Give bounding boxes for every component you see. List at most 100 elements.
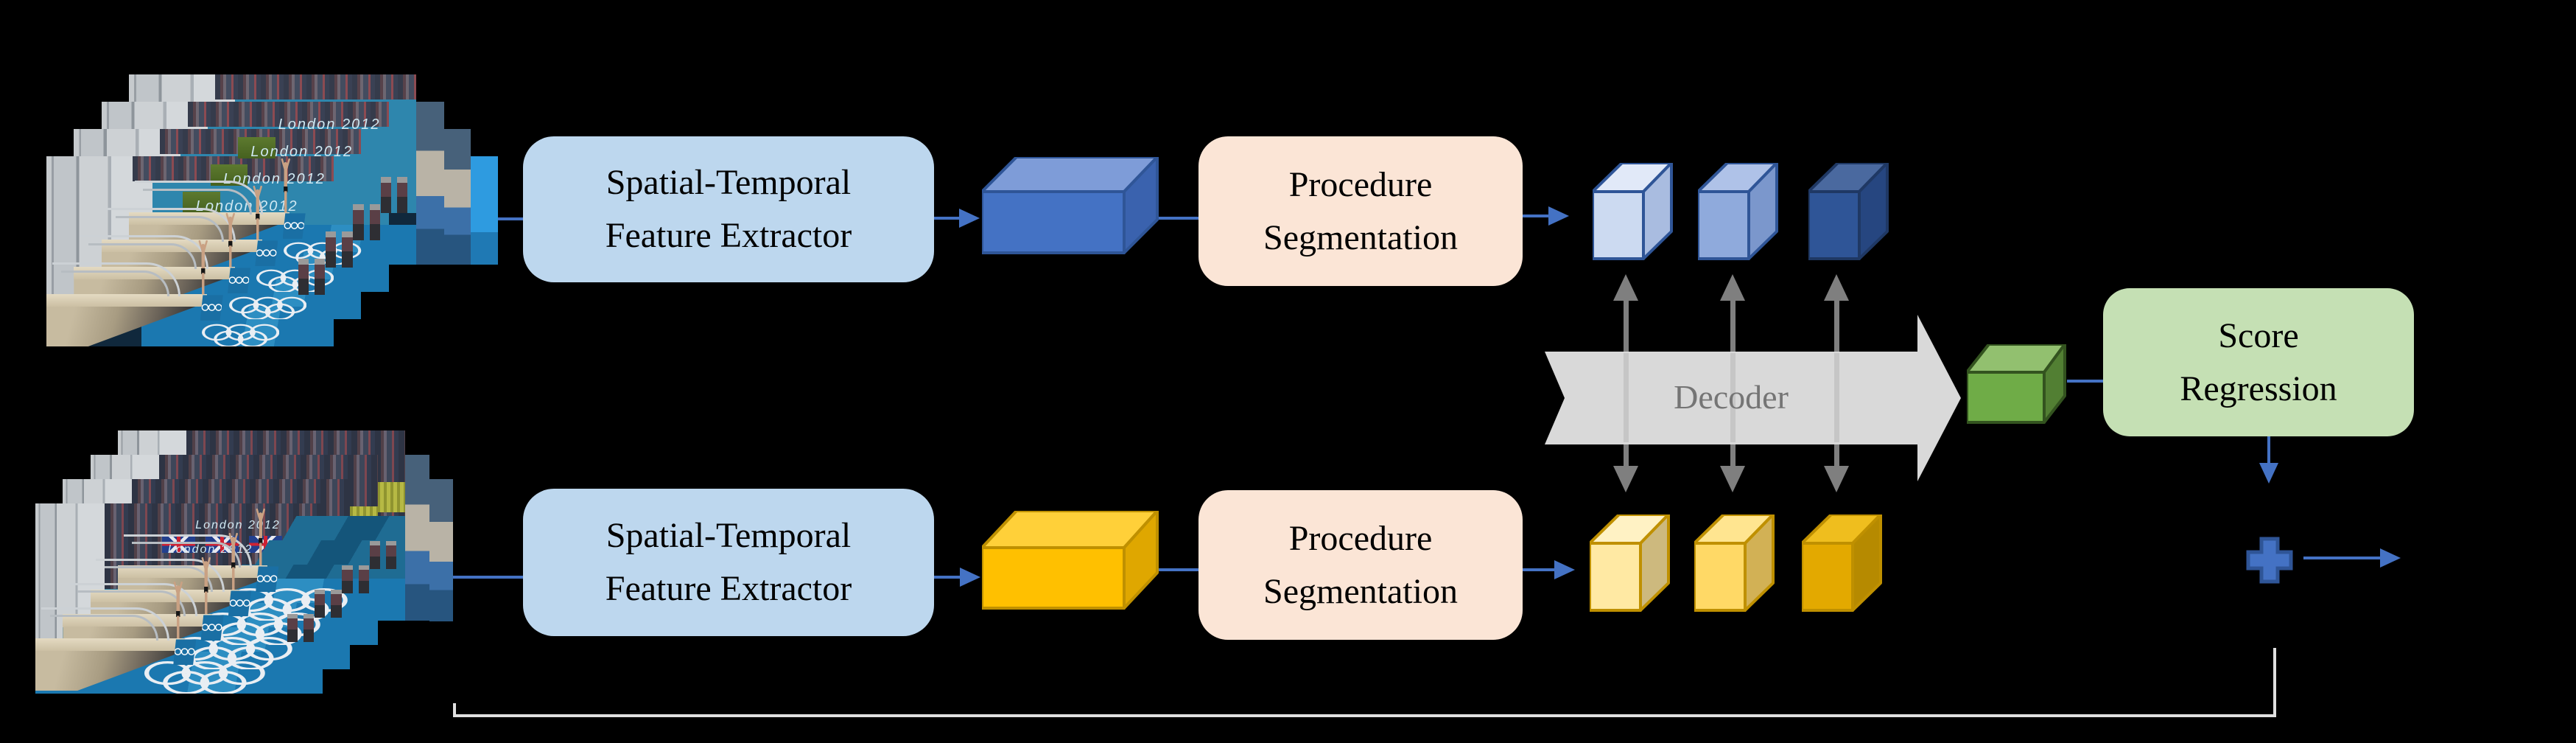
diver-figure: [201, 557, 211, 614]
procedure-segmentation-box-1: Procedure Segmentation: [1198, 136, 1523, 286]
plus-icon: [2246, 537, 2293, 584]
olympic-rings-icon: [172, 637, 293, 669]
arrowhead: [1548, 206, 1569, 226]
segment-cube-video1-2: [1698, 163, 1778, 260]
feature-extractor-label-line2: Feature Extractor: [605, 569, 852, 608]
olympic-rings-icon: [174, 648, 195, 655]
arrowhead-down: [1613, 466, 1638, 492]
arrowhead: [960, 568, 980, 587]
arena-hedge: [238, 137, 276, 158]
feedback-line-vertical: [2273, 648, 2276, 717]
video-frame-edge: [429, 479, 453, 621]
platform-endcap: [228, 590, 251, 617]
score-regression-label-line1: Score: [2218, 315, 2299, 355]
diver-figure: [256, 508, 266, 565]
platform-endcap: [256, 566, 279, 593]
feature-extractor-label-line1: Spatial-Temporal: [606, 163, 852, 202]
alignment-arrow-stem-inner: [1834, 353, 1839, 442]
arrow-segmentation1-to-cubes: [1522, 214, 1550, 217]
olympic-rings-icon: [256, 575, 278, 582]
diver-figure: [174, 581, 183, 638]
platform-endcap: [200, 615, 224, 641]
spectators: [277, 613, 315, 643]
arrowhead-up: [1613, 274, 1638, 301]
feature-extractor-box-1: Spatial-Temporal Feature Extractor: [523, 136, 934, 282]
diver-figure: [253, 185, 263, 240]
platform-endcap: [200, 295, 223, 321]
crowd-stand: [214, 74, 416, 100]
spectators: [359, 540, 397, 570]
banner-text: London 2012: [223, 170, 326, 187]
feedback-line-horizontal: [453, 714, 2276, 717]
spectators: [371, 177, 408, 214]
video-frame-edge: [416, 102, 444, 265]
spectators: [288, 259, 326, 296]
alignment-arrow-stem-inner: [1624, 353, 1629, 442]
diving-platform: [46, 294, 208, 307]
spectators: [304, 589, 342, 618]
feature-tensor-video1: [982, 157, 1159, 254]
arrowhead: [2259, 463, 2278, 484]
banner-text: London 2012: [278, 116, 381, 133]
diver-figure: [198, 240, 208, 294]
arrowhead: [2380, 548, 2401, 568]
procedure-segmentation-label-line2: Segmentation: [1263, 571, 1458, 611]
olympic-rings-icon: [256, 248, 277, 257]
spectators: [315, 231, 353, 268]
platform-railing: [49, 614, 158, 641]
connector-video2-to-extractor: [413, 576, 524, 579]
spectators: [343, 204, 380, 241]
alignment-arrow-stem-inner: [1730, 353, 1736, 442]
feature-extractor-box-2: Spatial-Temporal Feature Extractor: [523, 489, 934, 636]
arrow-plus-to-output: [2303, 557, 2382, 559]
olympic-rings-icon: [228, 276, 250, 284]
spectators: [331, 565, 369, 594]
segment-cube-video2-2: [1694, 514, 1775, 612]
olympic-rings-icon: [201, 303, 222, 311]
arrowhead: [959, 209, 980, 228]
olympic-rings-icon: [201, 324, 279, 346]
segment-cube-video2-1: [1590, 514, 1670, 612]
connector-fused-cube-to-score: [2067, 380, 2103, 383]
procedure-segmentation-label-line1: Procedure: [1288, 164, 1433, 204]
video-frame-edge: [471, 156, 498, 265]
arrowhead-up: [1824, 274, 1849, 301]
video-frame-edge: [444, 129, 471, 265]
crowd-stand: [187, 102, 389, 127]
olympic-rings-icon: [144, 661, 265, 694]
platform-endcap: [227, 268, 251, 294]
score-regression-box: Score Regression: [2103, 288, 2414, 436]
segment-cube-video2-3: [1802, 514, 1882, 612]
procedure-segmentation-box-2: Procedure Segmentation: [1198, 490, 1523, 640]
video-frame-edge: [405, 455, 429, 621]
connector-tensor2-to-segmentation: [1157, 568, 1198, 571]
arrow-score-to-plus: [2267, 436, 2270, 464]
platform-endcap: [255, 240, 278, 267]
arrow-extractor2-to-tensor: [934, 576, 961, 579]
connector-tensor1-to-segmentation: [1157, 217, 1198, 220]
banner-text: London 2012: [195, 518, 281, 531]
arrow-segmentation2-to-cubes: [1520, 568, 1556, 571]
decoder-block-arrow: [1545, 315, 1961, 481]
feature-extractor-label-line2: Feature Extractor: [605, 216, 852, 255]
olympic-rings-icon: [284, 221, 305, 229]
segment-cube-video1-1: [1593, 163, 1673, 260]
olympic-rings-icon: [228, 296, 307, 319]
procedure-segmentation-label-line1: Procedure: [1288, 518, 1433, 558]
diver-figure: [225, 212, 235, 267]
feature-tensor-video2: [982, 511, 1159, 610]
arrowhead-down: [1824, 466, 1849, 492]
feedback-line-start-tick: [453, 703, 456, 717]
procedure-segmentation-label-line2: Segmentation: [1263, 217, 1458, 257]
segment-cube-video1-3: [1808, 163, 1889, 260]
arrow-extractor1-to-tensor: [934, 217, 961, 220]
decoder-label: Decoder: [1674, 378, 1789, 416]
diver-figure: [281, 158, 290, 212]
olympic-rings-icon: [202, 624, 223, 631]
arrowhead: [1554, 560, 1575, 579]
fused-feature-cube: [1967, 344, 2066, 424]
banner-text: London 2012: [250, 143, 354, 160]
